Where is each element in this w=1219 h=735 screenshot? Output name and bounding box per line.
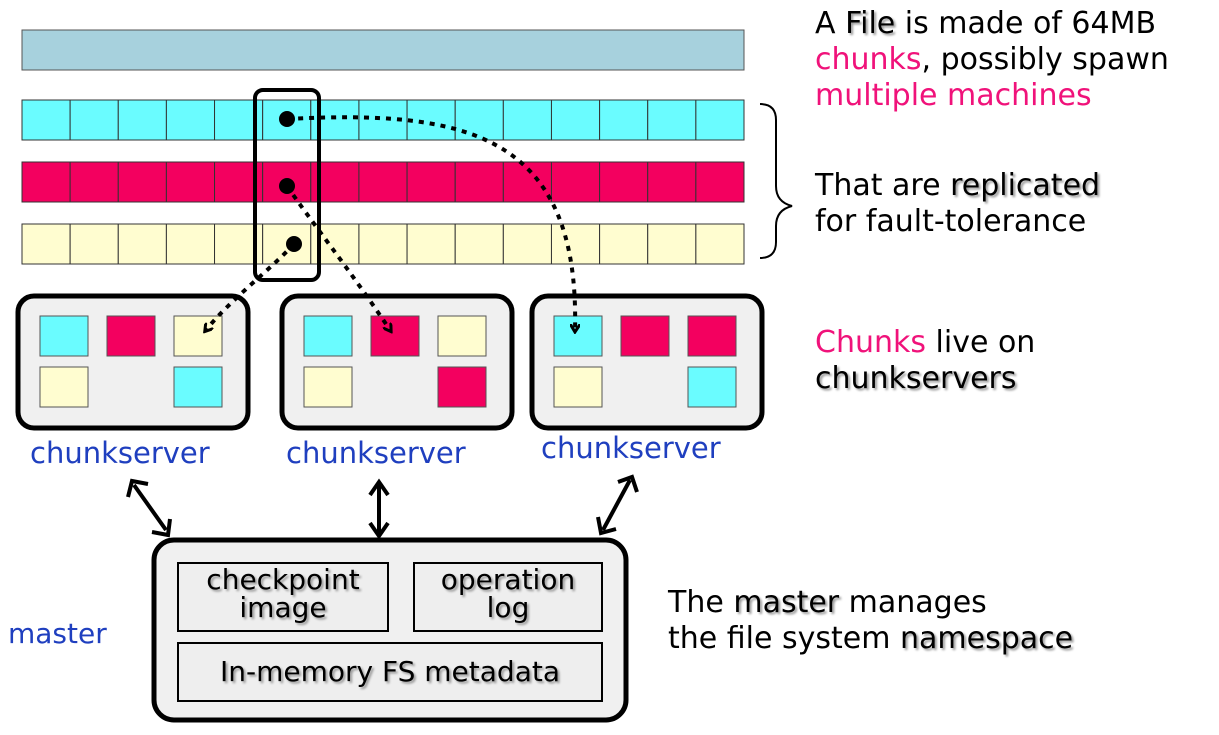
chunk-cyan	[599, 99, 649, 141]
stored-chunk-cream	[437, 315, 487, 357]
chunk-pink	[599, 161, 649, 203]
link-server1-master	[126, 478, 172, 538]
stored-chunk-cream	[553, 366, 603, 408]
chunk-cyan	[69, 99, 119, 141]
stored-chunk-cyan	[303, 315, 353, 357]
checkpoint-label-2: image	[239, 591, 326, 624]
chunk-cream	[502, 223, 552, 265]
stored-chunk-pink	[437, 366, 487, 408]
file-bar	[21, 29, 745, 71]
chunk-pink	[695, 161, 745, 203]
chunk-pink	[165, 161, 216, 203]
stored-chunk-pink	[370, 315, 420, 357]
chunk-cream	[695, 223, 745, 265]
chunk-cream	[599, 223, 649, 265]
chunkserver-group	[15, 293, 765, 431]
checkpoint-image-box	[177, 562, 389, 632]
chunk-cyan	[550, 99, 601, 141]
metadata-box	[177, 642, 603, 702]
chunk-cyan	[502, 99, 552, 141]
chunk-cream	[647, 223, 697, 265]
dot-pink	[279, 178, 295, 194]
chunk-pink	[262, 161, 312, 203]
arrow-cream-chunk	[206, 242, 296, 330]
chunk-pink	[647, 161, 697, 203]
link-server2-master	[368, 478, 390, 540]
arrow-pink-chunk	[285, 184, 390, 330]
caption-chunkservers: Chunks live on chunkservers	[815, 325, 1036, 396]
chunkserver-label-2: chunkserver	[286, 436, 466, 470]
link-server3-master	[596, 474, 639, 536]
stored-chunk-cream	[303, 366, 353, 408]
chunk-cream	[358, 223, 408, 265]
chunk-cream	[69, 223, 119, 265]
chunk-pink	[117, 161, 167, 203]
oplog-label-2: log	[487, 591, 530, 624]
chunk-pink	[406, 161, 456, 203]
stored-chunk-cyan	[687, 366, 737, 408]
chunkserver-label-3: chunkserver	[541, 431, 721, 465]
chunk-cyan	[454, 99, 504, 141]
chunk-cream	[550, 223, 601, 265]
stored-chunk-pink	[687, 315, 737, 357]
stored-chunk-cyan	[39, 315, 89, 357]
caption-master: The master manages the file system names…	[668, 585, 1074, 656]
chunk-pink	[502, 161, 552, 203]
chunk-cream	[117, 223, 167, 265]
replica-rows	[21, 99, 745, 265]
chunk-cyan	[695, 99, 745, 141]
chunk-pink	[21, 161, 71, 203]
chunk-cyan	[647, 99, 697, 141]
chunk-cyan	[165, 99, 216, 141]
chunk-cream	[165, 223, 216, 265]
chunk-pink	[454, 161, 504, 203]
dot-cream	[286, 236, 302, 252]
chunk-cyan	[21, 99, 71, 141]
caption-file: A File is made of 64MB chunks, possibly …	[815, 6, 1169, 113]
chunk-cream	[406, 223, 456, 265]
stored-chunk-cyan	[173, 366, 223, 408]
caption-replicated: That are replicated for fault-tolerance	[815, 168, 1101, 239]
chunkserver-label-1: chunkserver	[30, 436, 210, 470]
stored-chunk-pink	[620, 315, 670, 357]
stored-chunk-pink	[106, 315, 156, 357]
master-box: checkpoint image operation log In-memory…	[151, 537, 629, 723]
chunk-cream	[21, 223, 71, 265]
stored-chunk-cream	[39, 366, 89, 408]
replica-brace	[759, 103, 793, 259]
chunk-cyan	[406, 99, 456, 141]
arrow-cyan-chunk	[286, 115, 575, 330]
chunk-cream	[454, 223, 504, 265]
chunk-highlight-box	[253, 88, 321, 282]
master-label: master	[8, 617, 107, 650]
oplog-label-1: operation	[441, 563, 575, 596]
operation-log-box	[413, 562, 603, 632]
chunk-pink	[550, 161, 601, 203]
chunk-pink	[69, 161, 119, 203]
metadata-label: In-memory FS metadata	[220, 655, 560, 688]
chunk-pink	[358, 161, 408, 203]
checkpoint-label-1: checkpoint	[206, 563, 359, 596]
stored-chunk-cyan	[553, 315, 603, 357]
dot-cyan	[279, 111, 295, 127]
chunk-cyan	[117, 99, 167, 141]
